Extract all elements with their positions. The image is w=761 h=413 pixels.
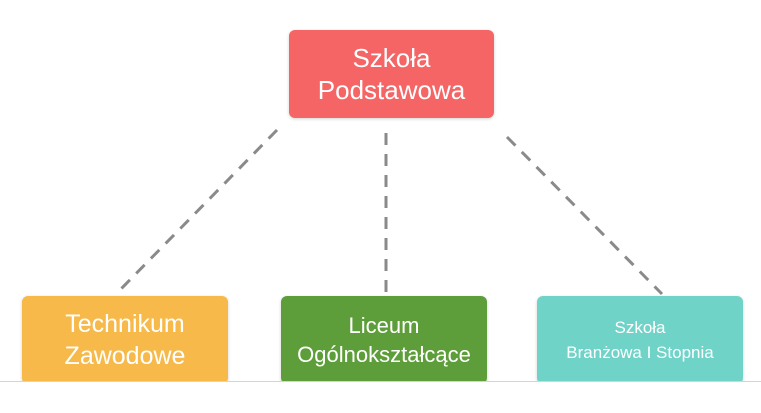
node-label-line: Technikum xyxy=(65,310,185,338)
bottom-divider xyxy=(0,381,761,382)
connector-root-to-technikum xyxy=(116,128,279,294)
node-label-line: Zawodowe xyxy=(64,342,186,370)
node-label-line: Podstawowa xyxy=(317,75,466,105)
node-liceum-ogolnoksztalcace: Liceum Ogólnokształcące xyxy=(281,296,487,384)
node-label-line: Szkoła xyxy=(352,43,431,73)
node-szkola-podstawowa: Szkoła Podstawowa xyxy=(289,30,494,118)
node-label-line: Branżowa I Stopnia xyxy=(566,343,714,362)
node-label-line: Szkoła xyxy=(614,318,666,337)
node-label-line: Ogólnokształcące xyxy=(297,342,471,367)
node-szkola-branzowa: Szkoła Branżowa I Stopnia xyxy=(537,296,743,384)
node-technikum-zawodowe: Technikum Zawodowe xyxy=(22,296,228,384)
bottom-cutoff-area xyxy=(0,382,761,413)
node-label-line: Liceum xyxy=(348,313,420,338)
connector-root-to-branzowa xyxy=(505,135,664,296)
